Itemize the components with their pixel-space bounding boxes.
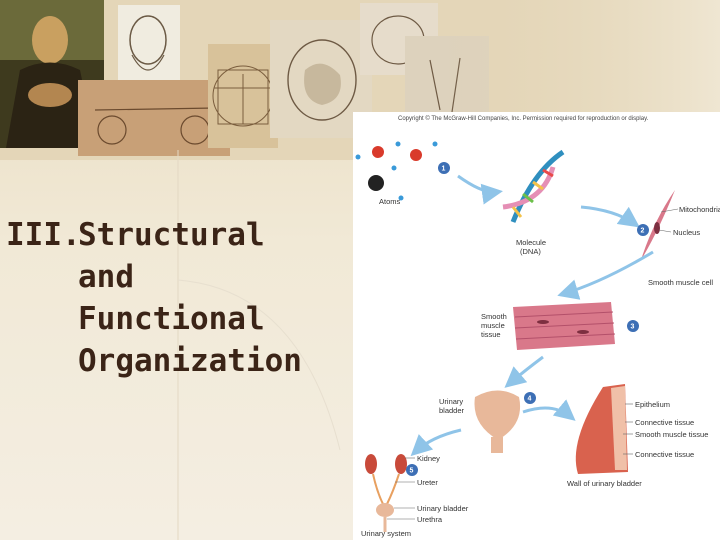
arrow-6 [410,428,462,457]
heading-line-2: and [78,259,134,295]
label-molecule-1: Molecule [516,238,546,247]
step-badge-2 [637,224,649,236]
label-urinary-bladder: Urinary bladder [417,504,469,513]
heading-number: III. [6,217,81,253]
arrow-2 [580,205,640,228]
label-mitochondria: Mitochondria [679,205,720,214]
copyright-notice: Copyright © The McGraw-Hill Companies, I… [398,115,649,122]
step-number-1: 1 [442,166,446,173]
label-tissue-2: muscle [481,321,505,330]
bladder-wall-illustration [575,384,628,474]
step-number-2: 2 [641,228,645,235]
label-smooth-muscle-tissue: Smooth muscle tissue [635,430,708,439]
step-number-3: 3 [631,324,635,331]
arrow-3 [557,250,654,300]
chariot-sketch [78,80,230,156]
heading-line-3: Functional [78,301,265,337]
label-bladder-2: bladder [439,406,465,415]
step-badge-1 [438,162,450,174]
atoms-illustration [355,141,438,201]
label-bladder-1: Urinary [439,397,463,406]
label-kidney: Kidney [417,454,440,463]
label-urethra: Urethra [417,515,443,524]
label-tissue-1: Smooth [481,312,507,321]
self-portrait-sketch [118,5,180,87]
label-epithelium: Epithelium [635,400,670,409]
label-bladder-wall: Wall of urinary bladder [567,479,642,488]
arrow-4 [504,355,544,388]
renaissance-collage-image [0,0,720,160]
figure-canvas: Copyright © The McGraw-Hill Companies, I… [355,115,720,538]
arrow-5 [522,399,576,421]
step-number-4: 4 [528,396,532,403]
step-badge-4 [524,392,536,404]
label-connective-2: Connective tissue [635,450,694,459]
decorative-lines [177,150,341,540]
label-smooth-muscle-cell: Smooth muscle cell [648,278,713,287]
label-connective-1: Connective tissue [635,418,694,427]
label-atoms: Atoms [379,197,401,206]
urinary-bladder-illustration [474,390,521,453]
mona-lisa-painting [0,0,104,148]
smooth-muscle-tissue-illustration [513,302,616,350]
vitruvian-man-sketch [208,44,278,148]
label-tissue-3: tissue [481,330,501,339]
step-number-5: 5 [410,468,414,475]
arrow-1 [457,174,503,205]
label-urinary-system: Urinary system [361,529,411,538]
heading-line-4: Organization [78,343,302,379]
smooth-muscle-cell-illustration [641,190,675,260]
heading-line-1: Structural [78,217,265,253]
step-badge-5 [406,464,418,476]
dna-molecule-illustration [502,149,565,223]
label-nucleus: Nucleus [673,228,700,237]
slide-heading: III.Structural and Functional Organizati… [6,214,302,382]
label-molecule-2: (DNA) [520,247,541,256]
label-ureter: Ureter [417,478,438,487]
leader-mitochondria [660,208,679,213]
leader-nucleus [658,229,672,233]
step-badge-3 [627,320,639,332]
organization-levels-figure: Copyright © The McGraw-Hill Companies, I… [353,112,720,540]
urinary-system-illustration [365,454,407,532]
